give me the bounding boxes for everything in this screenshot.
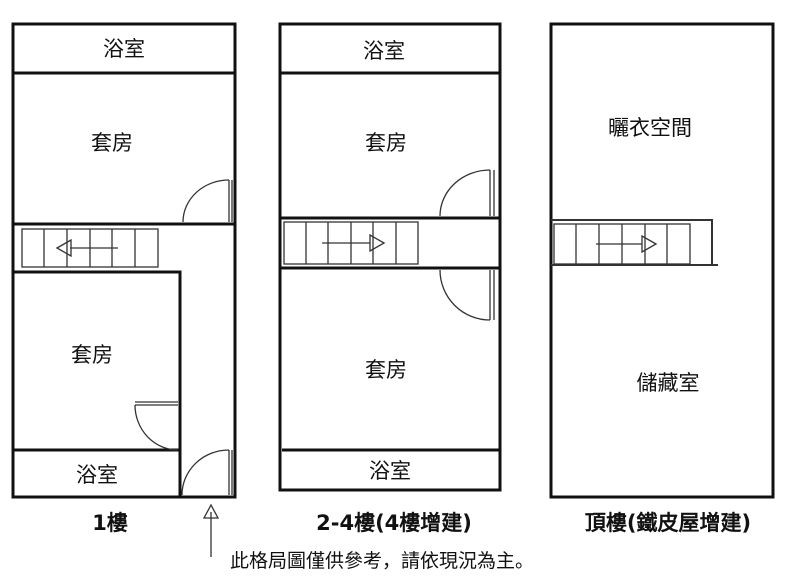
arrow-right-icon — [369, 233, 386, 253]
arrow-up-icon — [202, 503, 220, 519]
staircase — [283, 221, 419, 265]
room-label: 儲藏室 — [637, 371, 700, 395]
staircase — [21, 228, 159, 268]
door — [439, 169, 495, 217]
floor-caption: 2-4樓(4樓增建) — [316, 511, 472, 535]
door — [181, 449, 233, 496]
floor-plan-2-4f: 浴室 套房 套房 浴室 2-4樓(4樓增建) — [278, 22, 502, 535]
door — [182, 179, 233, 223]
outer-wall — [549, 22, 775, 499]
room-label: 浴室 — [76, 463, 118, 487]
staircase — [553, 223, 691, 265]
room-label: 浴室 — [103, 37, 145, 61]
floor-caption: 1樓 — [92, 511, 128, 535]
door — [134, 401, 179, 451]
floor-plan-1f: 浴室 套房 套房 浴室 1樓 — [11, 22, 237, 535]
floor-caption: 頂樓(鐵皮屋增建) — [585, 511, 751, 535]
room-label: 套房 — [365, 131, 407, 155]
outer-wall — [278, 22, 502, 492]
entrance-arrow — [202, 503, 220, 557]
door — [439, 269, 495, 321]
outer-wall — [11, 22, 237, 499]
room-label: 浴室 — [363, 39, 405, 63]
room-label: 套房 — [365, 358, 407, 382]
room-label: 浴室 — [369, 459, 411, 483]
floor-plan-rooftop: 曬衣空間 儲藏室 頂樓(鐵皮屋增建) — [549, 22, 775, 535]
arrow-right-icon — [641, 234, 658, 254]
room-label: 曬衣空間 — [608, 116, 692, 140]
room-label: 套房 — [91, 131, 133, 155]
arrow-left-icon — [55, 238, 72, 258]
room-label: 套房 — [71, 343, 113, 367]
disclaimer-note: 此格局圖僅供參考，請依現況為主。 — [230, 550, 534, 572]
